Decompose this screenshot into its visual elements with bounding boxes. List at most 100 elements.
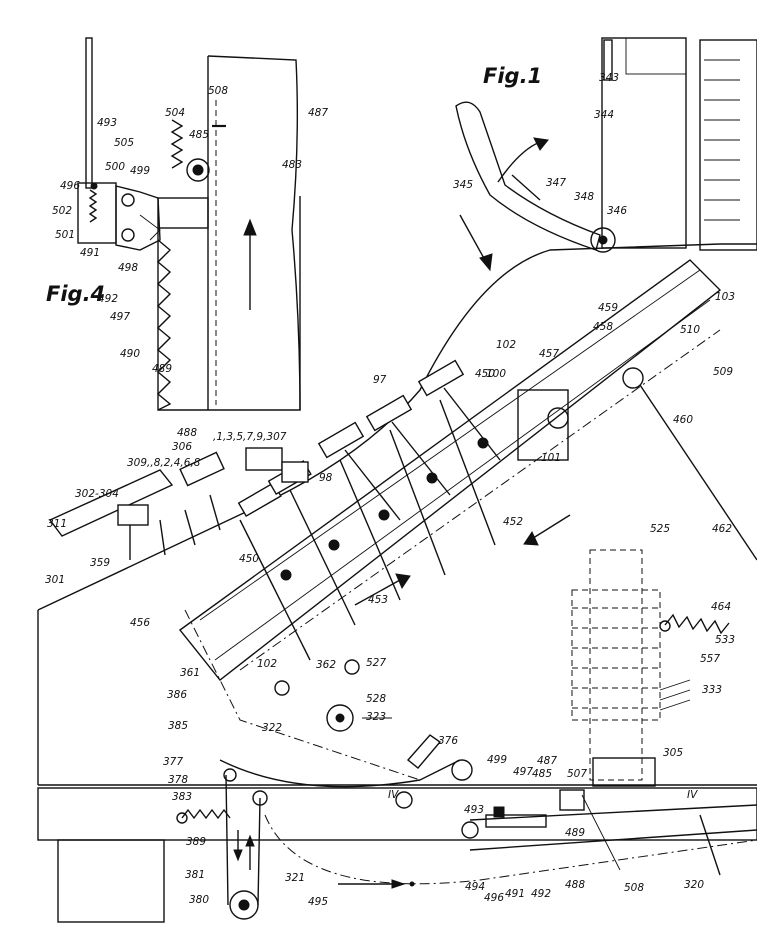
ref-label-497a: 497 [110, 311, 130, 323]
ref-label-509: 509 [713, 366, 733, 378]
ref-label-453: 453 [368, 594, 388, 606]
ref-label-378: 378 [168, 774, 188, 786]
ref-label-386: 386 [167, 689, 187, 701]
ref-label-557: 557 [700, 653, 720, 665]
housing-top-outline [37, 243, 757, 611]
ref-label-488b: 488 [565, 879, 585, 891]
pin-343 [603, 39, 613, 81]
cap-343 [625, 37, 687, 75]
ref-label-456: 456 [130, 617, 150, 629]
part-376 [406, 734, 442, 769]
ref-label-seq2: 309,,8,2,4,6,8 [127, 457, 201, 469]
ref-label-488a: 488 [177, 427, 197, 439]
ref-label-348: 348 [574, 191, 594, 203]
lever-345 [455, 101, 601, 251]
arrow-453-head-icon [395, 573, 411, 590]
ref-label-359: 359 [90, 557, 110, 569]
wheel-hub [192, 164, 204, 176]
pawl-plate-498 [115, 185, 161, 251]
ref-label-381: 381 [185, 869, 205, 881]
ref-label-385: 385 [168, 720, 188, 732]
arrow-up-head-icon [243, 218, 257, 236]
ref-label-347: 347 [546, 177, 566, 189]
ref-label-103: 103 [715, 291, 735, 303]
spring-504 [170, 119, 184, 169]
ref-label-458: 458 [593, 321, 613, 333]
ref-label-490: 490 [120, 348, 140, 360]
ref-label-457: 457 [539, 348, 559, 360]
ref-label-383: 383 [172, 791, 192, 803]
ref-label-100: 100 [486, 368, 506, 380]
ref-label-460: 460 [673, 414, 693, 426]
lever-assemblies [239, 367, 757, 661]
wheel-460 [622, 367, 644, 389]
fig1-title: Fig.1 [483, 64, 542, 88]
ref-label-361: 361 [180, 667, 200, 679]
direction-arrow-icon [459, 214, 487, 263]
ref-label-496b: 496 [484, 892, 504, 904]
ref-label-528: 528 [366, 693, 386, 705]
ref-label-493b: 493 [464, 804, 484, 816]
block-458 [517, 389, 569, 461]
ref-label-492a: 492 [98, 293, 118, 305]
fig1-drawing [37, 37, 757, 923]
centerline-525 [239, 329, 721, 671]
rod-493 [85, 37, 93, 189]
ref-label-491b: 491 [505, 888, 525, 900]
ref-label-344: 344 [594, 109, 614, 121]
ref-label-301: 301 [45, 574, 65, 586]
fig4-drawing [77, 37, 301, 411]
ref-label-495: 495 [308, 896, 328, 908]
ref-label-494: 494 [465, 881, 485, 893]
carriage-rail-lower [214, 299, 711, 661]
ref-label-489b: 489 [565, 827, 585, 839]
pivot-499 [121, 193, 135, 207]
ref-label-507: 507 [567, 768, 587, 780]
pivot-346-hub [598, 235, 608, 245]
ref-label-323: 323 [366, 711, 386, 723]
ref-label-459: 459 [598, 302, 618, 314]
lower-mechanism [176, 609, 757, 920]
ref-label-496: 496 [60, 180, 80, 192]
spring-389 [181, 808, 231, 820]
ref-label-497b: 497 [513, 766, 533, 778]
ref-label-376: 376 [438, 735, 458, 747]
ref-label-362: 362 [316, 659, 336, 671]
wheel-457 [547, 407, 569, 429]
ref-label-491a: 491 [80, 247, 100, 259]
ref-label-102a: 102 [496, 339, 516, 351]
arrow-525-head-icon [523, 530, 539, 546]
ref-label-380: 380 [189, 894, 209, 906]
ref-label-508b: 508 [624, 882, 644, 894]
plate-483 [207, 55, 301, 411]
ref-label-IV1: IV [388, 789, 399, 801]
ref-label-101: 101 [541, 452, 561, 464]
pivot-557 [659, 620, 671, 632]
ref-label-487b: 487 [537, 755, 557, 767]
ref-label-508a: 508 [208, 85, 228, 97]
ref-label-IV2: IV [687, 789, 698, 801]
pivot-498 [121, 228, 135, 242]
ref-label-483: 483 [282, 159, 302, 171]
ref-label-333: 333 [702, 684, 722, 696]
ref-label-343: 343 [599, 72, 619, 84]
housing-491 [77, 182, 117, 244]
pivot-450 [280, 569, 292, 581]
ref-label-389: 389 [186, 836, 206, 848]
ref-label-302: 302-304 [75, 488, 119, 500]
ref-label-98: 98 [319, 472, 333, 484]
ref-label-485b: 485 [532, 768, 552, 780]
ref-label-499a: 499 [130, 165, 150, 177]
pin-500 [90, 182, 98, 190]
link-460 [639, 384, 757, 561]
fig4-title: Fig.4 [46, 282, 105, 306]
ref-label-533: 533 [715, 634, 735, 646]
ref-label-345: 345 [453, 179, 473, 191]
ref-label-450b: 450 [239, 553, 259, 565]
keys-302-307 [48, 447, 309, 560]
wheel-487 [186, 158, 210, 182]
pivot-377 [223, 768, 237, 782]
belt-381 [225, 774, 261, 906]
